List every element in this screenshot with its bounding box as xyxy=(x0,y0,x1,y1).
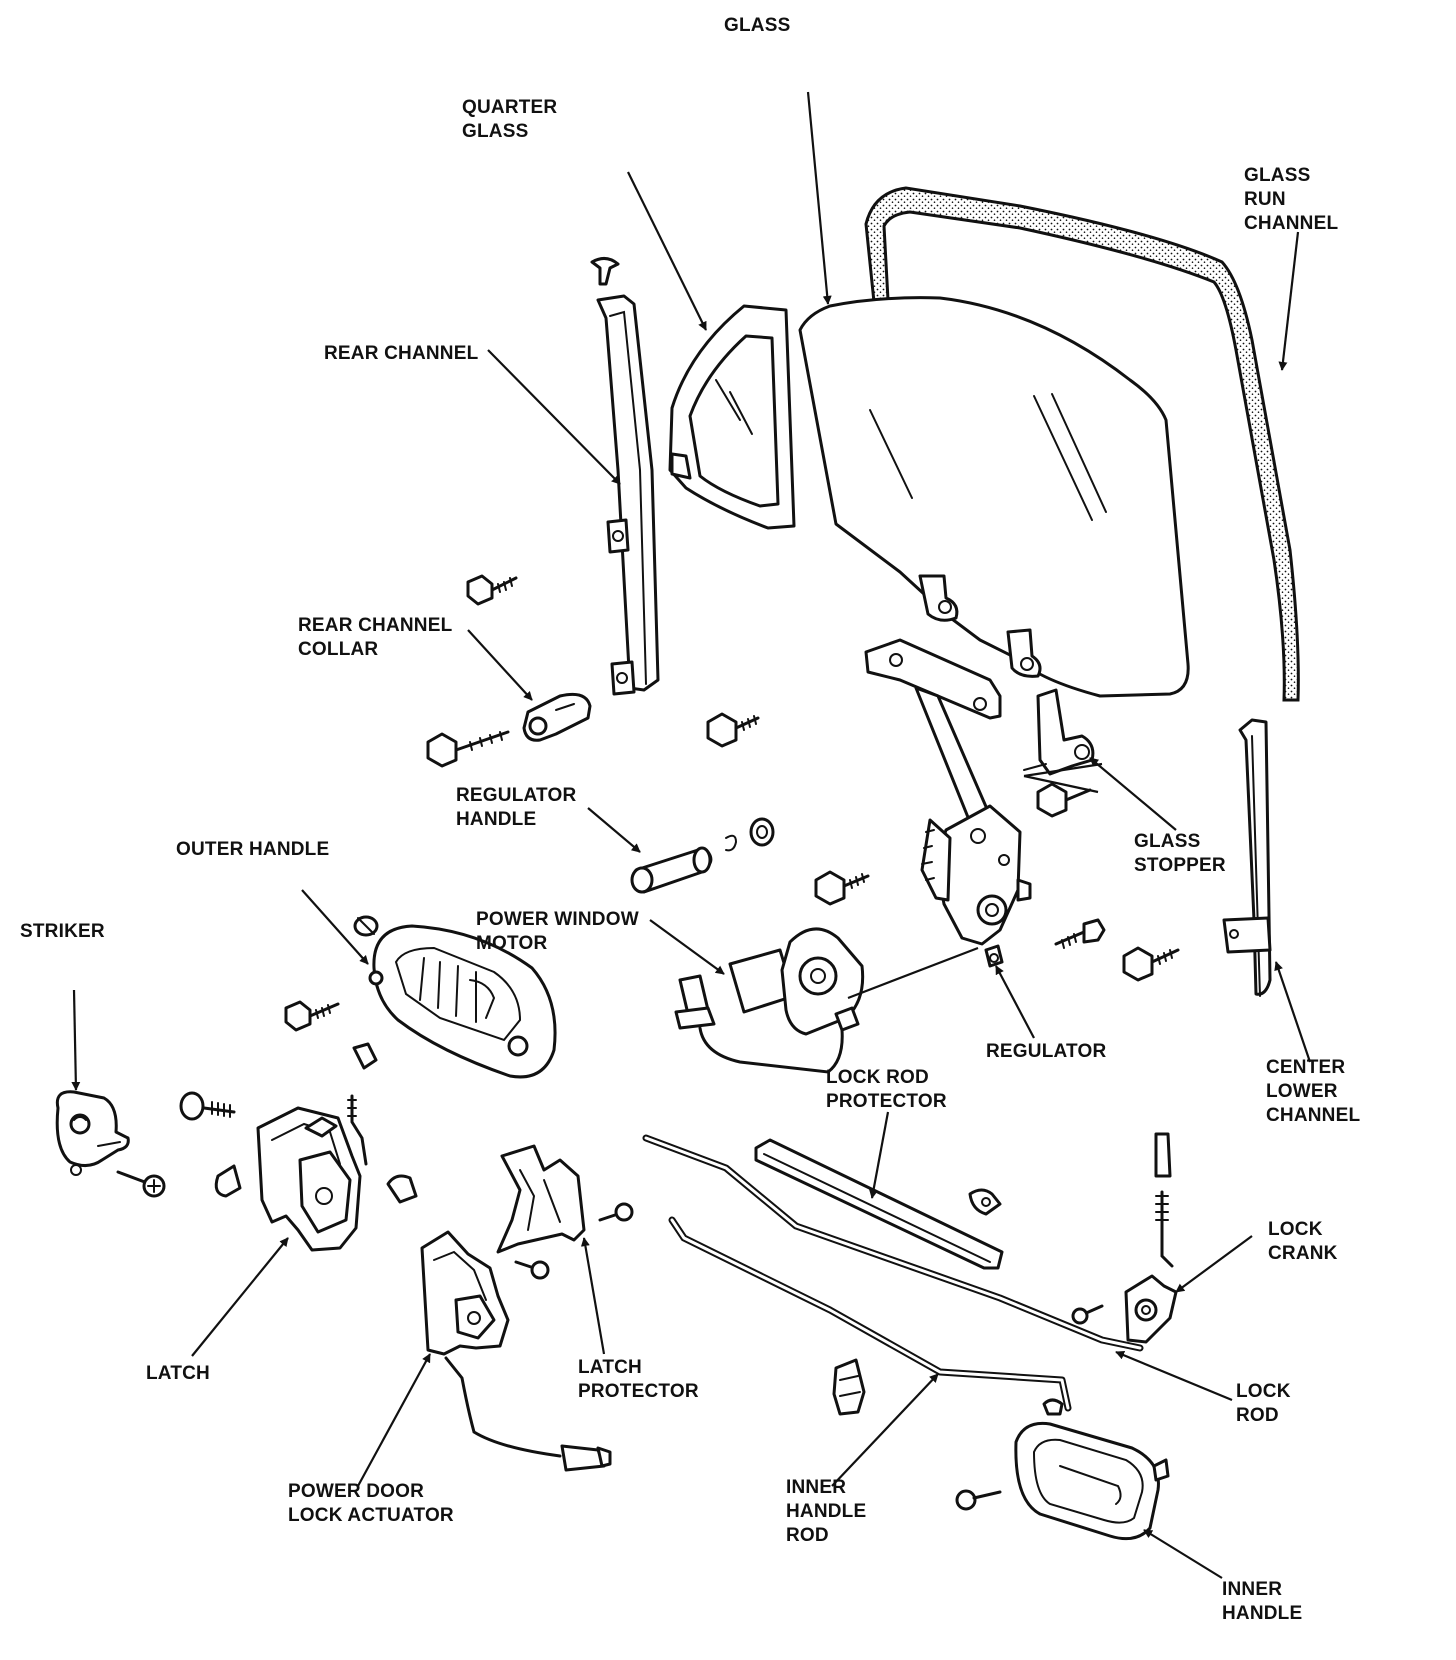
label-glass-stopper: GLASS STOPPER xyxy=(1134,831,1226,876)
leader-arrows xyxy=(71,91,1312,1579)
center-lower-channel-part xyxy=(1222,718,1272,997)
door-glass xyxy=(798,296,1190,698)
label-lock-crank: LOCK CRANK xyxy=(1268,1219,1338,1264)
inner-handle-rod-part xyxy=(668,1216,1072,1412)
glass-stopper-part xyxy=(1023,688,1103,794)
bolt-center-channel xyxy=(1122,946,1180,982)
label-lock-rod: LOCK ROD xyxy=(1236,1381,1291,1426)
power-door-lock-actuator-part xyxy=(420,1230,612,1472)
label-latch-protector: LATCH PROTECTOR xyxy=(578,1357,699,1402)
label-inner-handle: INNER HANDLE xyxy=(1222,1579,1303,1624)
screw-lock-crank xyxy=(1071,1304,1104,1325)
label-regulator-handle: REGULATOR HANDLE xyxy=(456,785,577,830)
rear-channel-collar xyxy=(522,692,592,742)
bolt-motor xyxy=(1054,918,1106,949)
regulator-handle-part xyxy=(630,817,775,894)
label-glass-run-channel: GLASS RUN CHANNEL xyxy=(1244,165,1339,234)
screw-latch-protector xyxy=(598,1202,634,1222)
striker-part xyxy=(55,1090,130,1176)
label-rear-channel-collar: REAR CHANNEL COLLAR xyxy=(298,615,453,660)
window-regulator xyxy=(864,638,1032,968)
outer-handle-part xyxy=(352,915,557,1079)
label-power-window-motor: POWER WINDOW MOTOR xyxy=(476,909,639,954)
bolt-latch xyxy=(179,1091,236,1121)
label-power-door-lock-actuator: POWER DOOR LOCK ACTUATOR xyxy=(288,1481,454,1526)
label-latch: LATCH xyxy=(146,1363,210,1384)
bolt-regulator-upper xyxy=(706,712,760,748)
label-regulator: REGULATOR xyxy=(986,1041,1107,1062)
label-center-lower-channel: CENTER LOWER CHANNEL xyxy=(1266,1057,1361,1126)
bolt-collar xyxy=(426,730,510,768)
inner-handle-part xyxy=(832,1358,1170,1541)
label-rear-channel: REAR CHANNEL xyxy=(324,343,479,364)
lock-crank-part xyxy=(1124,1132,1178,1344)
label-quarter-glass: QUARTER GLASS xyxy=(462,97,558,142)
label-glass: GLASS xyxy=(724,15,791,36)
lock-rod-part xyxy=(642,1134,1144,1352)
bolt-outer-handle xyxy=(284,1000,340,1032)
latch-protector-part xyxy=(496,1144,586,1254)
bolt-glass-stopper xyxy=(1036,782,1092,818)
glass-run-channel xyxy=(864,186,1300,702)
label-inner-handle-rod: INNER HANDLE ROD xyxy=(786,1477,867,1546)
label-outer-handle: OUTER HANDLE xyxy=(176,839,330,860)
bolt-regulator-lower xyxy=(814,870,870,906)
rear-channel xyxy=(590,257,660,696)
quarter-glass xyxy=(668,304,796,530)
screw-striker xyxy=(116,1170,166,1198)
screw-inner-handle xyxy=(955,1489,1002,1511)
lock-rod-protector-part xyxy=(754,1138,1004,1270)
latch-part xyxy=(214,1094,418,1252)
power-window-motor-part xyxy=(674,927,979,1074)
screw-actuator xyxy=(514,1260,550,1280)
bolt-rear-channel-upper xyxy=(466,574,518,606)
label-striker: STRIKER xyxy=(20,921,105,942)
label-lock-rod-protector: LOCK ROD PROTECTOR xyxy=(826,1067,947,1112)
